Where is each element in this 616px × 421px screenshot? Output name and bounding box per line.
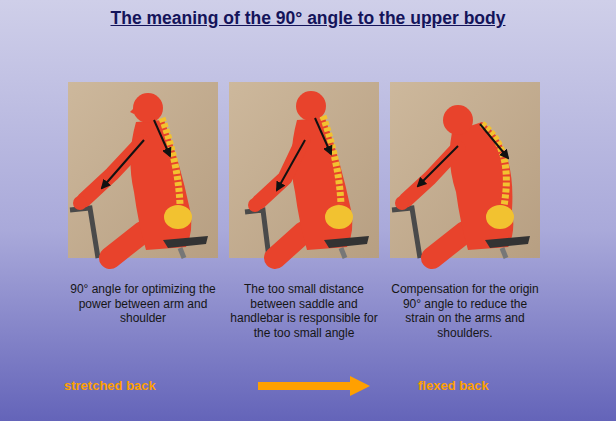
direction-arrow [258, 376, 370, 396]
rider-photo [229, 82, 379, 258]
rider-photo [68, 82, 218, 258]
posture-label: stretched back [64, 378, 156, 393]
caption-text: 90° angle for optimizing the power betwe… [66, 282, 220, 326]
slide-title: The meaning of the 90° angle to the uppe… [0, 8, 616, 29]
posture-label: flexed back [418, 378, 489, 393]
rider-photo [390, 82, 540, 258]
caption-text: Compensation for the origin 90° angle to… [388, 282, 542, 340]
caption-text: The too small distance between saddle an… [227, 282, 381, 340]
